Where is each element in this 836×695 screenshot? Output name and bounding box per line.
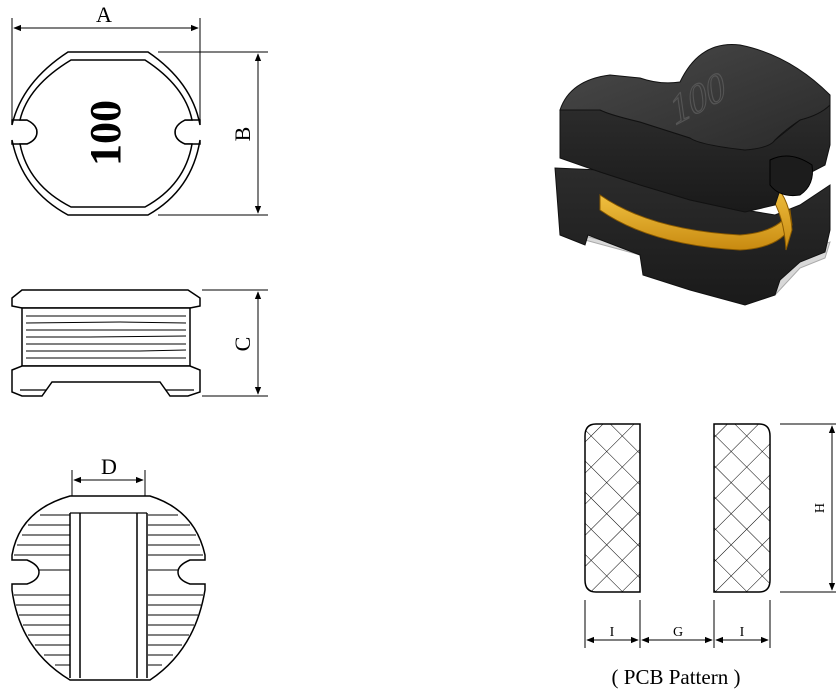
top-outline-inner: [19, 59, 193, 208]
pad-left: [584, 423, 641, 593]
top-surface: [559, 43, 831, 151]
pcb-caption: ( PCB Pattern ): [612, 665, 741, 689]
pcb-pattern: H I G I ( PCB Pattern ): [584, 423, 836, 689]
dim-i-right-label: I: [740, 625, 745, 640]
dim-d-label: D: [101, 454, 117, 479]
side-bottom-flange: [11, 365, 201, 397]
core-hatch-right: [148, 514, 203, 666]
dim-a-label: A: [96, 2, 112, 27]
top-marking: 100: [81, 100, 130, 166]
dim-g-label: G: [673, 625, 683, 640]
side-view: C: [11, 289, 268, 397]
core-hatch-left: [14, 514, 70, 666]
pad-right: [713, 423, 771, 593]
core-outline: [11, 495, 206, 681]
dim-c-label: C: [230, 337, 255, 352]
core-view: D: [11, 454, 206, 681]
top-view: A 100 B: [11, 2, 268, 216]
dim-h-label: H: [813, 503, 828, 513]
side-top-flange: [11, 289, 201, 309]
notch-right: [769, 155, 813, 196]
side-winding-lines: [25, 315, 187, 359]
dim-b-label: B: [230, 127, 255, 142]
inductor-3d-render: 100: [554, 43, 831, 306]
dim-i-left-label: I: [610, 625, 615, 640]
